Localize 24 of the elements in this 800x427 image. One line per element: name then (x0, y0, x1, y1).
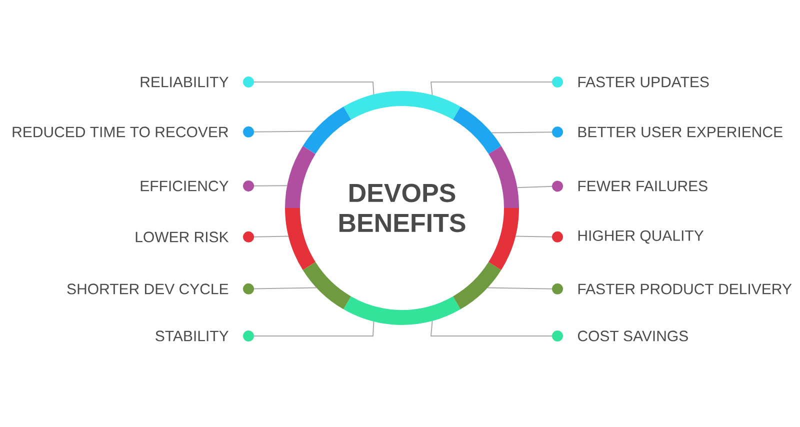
leader-line (516, 180, 563, 192)
benefit-label: HIGHER QUALITY (578, 230, 704, 244)
benefit-label: STABILITY (156, 330, 228, 342)
benefit-label: FASTER PRODUCT DELIVERY (578, 284, 792, 294)
leader-line (430, 320, 563, 342)
benefit-label: RELIABILITY (140, 76, 228, 88)
benefit-label: EFFICIENCY (140, 180, 228, 192)
benefit-label: BETTER USER EXPERIENCE (578, 126, 782, 138)
leader-line (515, 231, 563, 242)
leader-line (243, 76, 374, 95)
leader-line (243, 180, 288, 192)
leader-line (491, 126, 563, 138)
benefit-label: LOWER RISK (136, 232, 229, 242)
benefit-label: COST SAVINGS (578, 330, 688, 342)
leader-line (487, 283, 563, 294)
benefit-label: FASTER UPDATES (578, 76, 709, 88)
leader-line (243, 126, 314, 138)
benefit-label: SHORTER DEV CYCLE (67, 284, 228, 294)
leader-line (430, 76, 563, 96)
leader-line (243, 283, 317, 294)
leader-line (243, 321, 374, 342)
benefit-label: FEWER FAILURES (578, 180, 708, 192)
benefit-label: REDUCED TIME TO RECOVER (12, 126, 228, 138)
leader-line (243, 231, 289, 242)
